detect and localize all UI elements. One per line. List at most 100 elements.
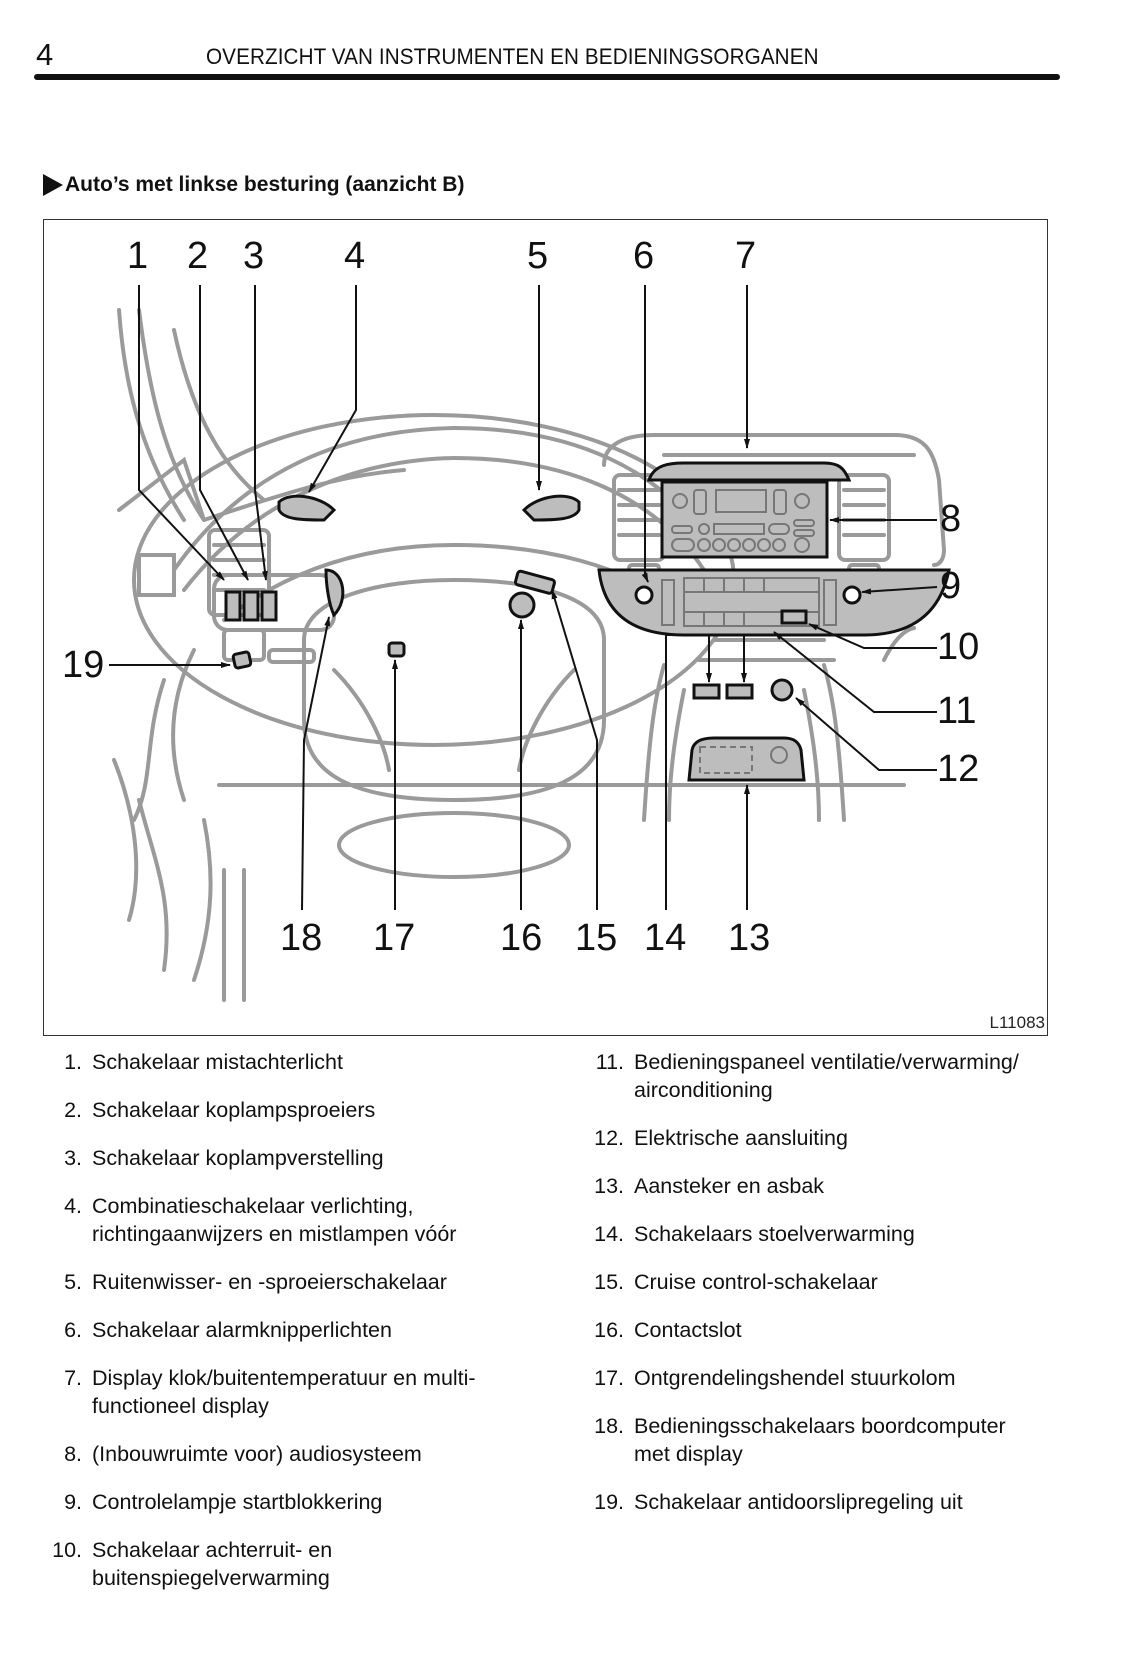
legend-number: 7. [64,1366,82,1390]
callout-5: 5 [527,235,549,277]
callout-8: 8 [940,498,962,540]
legend-number: 15. [594,1270,624,1294]
dashboard-figure: 1 2 3 4 5 6 7 8 9 10 11 12 18 17 16 15 1… [43,219,1048,1036]
legend-number: 14. [594,1222,624,1246]
hazard-switch [634,585,654,605]
legend-item: 2. Schakelaar koplampsproeiers [36,1096,556,1124]
ignition-switch [508,591,536,619]
legend-number: 3. [64,1146,82,1170]
seat-heater-right [725,683,754,700]
rear-fog-switch [224,590,242,622]
callout-13: 13 [728,917,771,959]
legend-number: 2. [64,1098,82,1122]
callout-14: 14 [644,917,687,959]
dashboard-illustration [109,285,951,1002]
legend-text: Contactslot [634,1318,742,1342]
legend-text: Schakelaar mistachterlicht [92,1050,343,1074]
legend-number: 19. [594,1490,624,1514]
figure-code: L11083 [989,1013,1045,1032]
legend-text: Bedieningsschakelaars boordcomputer met … [634,1414,1006,1466]
callout-7: 7 [735,235,757,277]
legend-number: 1. [64,1050,82,1074]
climate-buttons [634,585,862,625]
callout-1: 1 [127,235,149,277]
callout-19: 19 [62,644,105,686]
cruise-control-lever [513,569,556,595]
legend-text: Bedieningspaneel ventilatie/verwarming/ … [634,1050,1019,1102]
callout-12: 12 [937,748,980,790]
legend-item: 1. Schakelaar mistachterlicht [36,1048,556,1076]
legend-text: Display klok/buitentemperatuur en multi-… [92,1366,476,1418]
legend-text: Schakelaar antidoorslipregeling uit [634,1490,963,1514]
legend-text: Schakelaar koplampverstelling [92,1146,384,1170]
callout-4: 4 [344,235,366,277]
trc-off-switch [231,650,253,670]
legend-right-column: 11. Bedieningspaneel ventilatie/verwarmin… [572,1048,1072,1536]
page-number: 4 [36,37,54,72]
multi-info-display [646,461,852,482]
legend-text: Combinatieschakelaar verlichting, richti… [92,1194,457,1246]
legend-item: 3. Schakelaar koplampverstelling [36,1144,556,1172]
legend-text: Cruise control‑schakelaar [634,1270,878,1294]
legend-number: 9. [64,1490,82,1514]
triangle-right-icon [43,174,63,196]
legend-text: Schakelaars stoelverwarming [634,1222,915,1246]
defogger-switch [780,609,808,625]
headlamp-level-switch [260,590,278,622]
callout-9: 9 [940,565,962,607]
callout-15: 15 [575,917,618,959]
immobiliser-indicator [842,585,862,605]
legend-number: 12. [594,1126,624,1150]
legend-number: 4. [64,1194,82,1218]
legend-item: 8. (Inbouwruimte voor) audiosysteem [36,1440,556,1468]
header-rule [34,74,1060,80]
legend-text: (Inbouwruimte voor) audiosysteem [92,1442,422,1466]
legend-number: 18. [594,1414,624,1438]
callout-3: 3 [243,235,265,277]
legend-item: 5.Ruitenwisser‑ en ‑sproeierschakelaar [36,1268,556,1296]
legend-item: 13. Aansteker en asbak [572,1172,1072,1200]
leader-lines [109,285,938,911]
legend-text: Schakelaar achterruit‑ en buitenspiegelv… [92,1538,333,1590]
tilt-release-lever [387,641,406,658]
legend-text: Controlelampje startblokkering [92,1490,383,1514]
section-heading: Auto’s met linkse besturing (aanzicht B) [43,172,464,198]
legend-item: 4. Combinatieschakelaar verlichting, rich… [36,1192,556,1248]
callout-18: 18 [280,917,323,959]
legend-left-column: 1. Schakelaar mistachterlicht 2. Schakelaa… [36,1048,556,1612]
legend-text: Aansteker en asbak [634,1174,825,1198]
callout-6: 6 [633,235,655,277]
legend-item: 9. Controlelampje startblokkering [36,1488,556,1516]
trip-computer-switch [324,568,345,618]
legend-number: 13. [594,1174,624,1198]
legend-item: 11. Bedieningspaneel ventilatie/verwarmin… [572,1048,1072,1104]
light-stalk [277,494,337,522]
legend-item: 14. Schakelaars stoelverwarming [572,1220,1072,1248]
legend-text: Schakelaar koplampsproeiers [92,1098,376,1122]
legend-item: 10. Schakelaar achterruit‑ en buitenspieg… [36,1536,556,1592]
legend-item: 6.Schakelaar alarmknipperlichten [36,1316,556,1344]
callout-10: 10 [937,626,980,668]
legend-number: 8. [64,1442,82,1466]
legend-item: 17. Ontgrendelingshendel stuurkolom [572,1364,1072,1392]
section-heading-text: Auto’s met linkse besturing (aanzicht B) [65,173,465,196]
legend-item: 7. Display klok/buitentemperatuur en mult… [36,1364,556,1420]
legend-number: 16. [594,1318,624,1342]
callout-17: 17 [373,917,416,959]
legend-number: 17. [594,1366,624,1390]
climate-panel [597,568,951,637]
page-header: 4 OVERZICHT VAN INSTRUMENTEN EN BEDIENIN… [34,36,1060,80]
headlamp-washer-switch [242,590,260,622]
callout-16: 16 [500,917,543,959]
legend-text: Ontgrendelingshendel stuurkolom [634,1366,956,1390]
seat-heater-left [692,683,721,700]
legend-number: 6. [64,1318,82,1342]
legend-text: Elektrische aansluiting [634,1126,848,1150]
audio-unit-details [661,489,837,774]
wiper-stalk [521,494,581,522]
running-title: OVERZICHT VAN INSTRUMENTEN EN BEDIENINGS… [206,44,819,69]
legend-number: 10. [52,1538,82,1562]
legend-item: 18. Bedieningsschakelaars boordcomputer m… [572,1412,1072,1468]
legend-item: 19. Schakelaar antidoorslipregeling uit [572,1488,1072,1516]
legend-number: 11. [595,1050,624,1074]
